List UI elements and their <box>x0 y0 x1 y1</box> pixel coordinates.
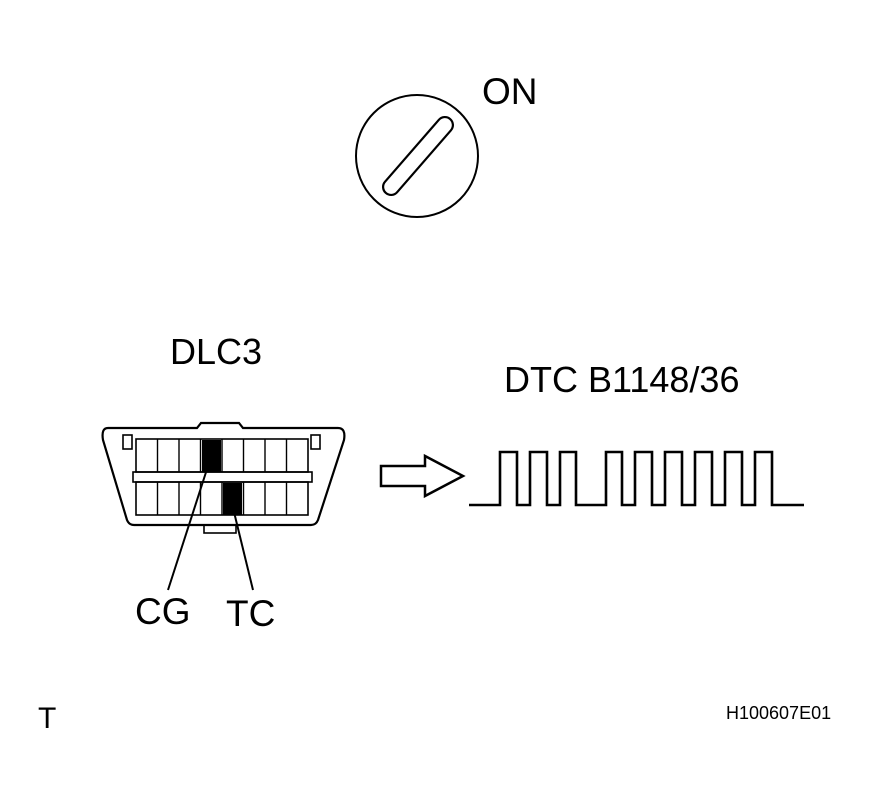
footer-left-code: T <box>38 702 56 735</box>
tc-terminal <box>223 483 242 515</box>
right-arrow-icon <box>379 453 466 499</box>
dtc-pulse-waveform <box>469 450 804 507</box>
ignition-switch-icon <box>355 94 479 218</box>
pin-cg-label: CG <box>135 591 191 632</box>
dtc-label: DTC B1148/36 <box>504 359 739 400</box>
pin-tc-label: TC <box>226 593 275 634</box>
ignition-on-label: ON <box>482 71 538 112</box>
dlc3-connector-icon <box>101 421 346 534</box>
cg-terminal <box>202 440 221 472</box>
tc-leader-line <box>233 511 254 591</box>
cg-leader-line <box>167 465 209 591</box>
footer-right-code: H100607E01 <box>726 703 831 723</box>
connector-name-label: DLC3 <box>170 331 262 372</box>
